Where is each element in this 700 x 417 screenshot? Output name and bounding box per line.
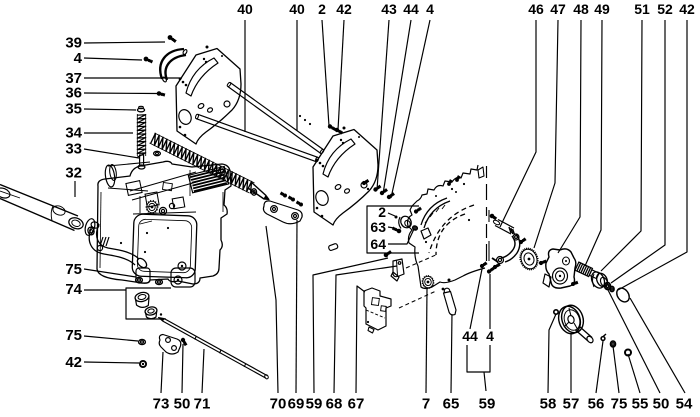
- svg-text:57: 57: [563, 396, 580, 413]
- svg-text:58: 58: [540, 396, 557, 413]
- svg-text:68: 68: [326, 396, 343, 413]
- svg-text:64: 64: [370, 236, 386, 252]
- svg-text:44: 44: [403, 1, 419, 17]
- svg-text:42: 42: [336, 1, 352, 17]
- svg-text:75: 75: [65, 327, 82, 344]
- svg-text:51: 51: [634, 1, 650, 17]
- svg-text:36: 36: [65, 85, 82, 102]
- svg-text:43: 43: [381, 1, 397, 17]
- svg-text:44: 44: [462, 328, 478, 344]
- svg-text:39: 39: [65, 35, 82, 52]
- svg-text:59: 59: [306, 396, 323, 413]
- svg-text:65: 65: [443, 396, 460, 413]
- svg-text:42: 42: [679, 1, 695, 17]
- svg-text:46: 46: [528, 1, 544, 17]
- svg-text:2: 2: [378, 204, 386, 220]
- svg-text:56: 56: [588, 396, 605, 413]
- svg-text:48: 48: [573, 1, 589, 17]
- svg-text:50: 50: [653, 396, 670, 413]
- svg-text:75: 75: [65, 261, 82, 278]
- svg-text:55: 55: [632, 396, 649, 413]
- svg-text:70: 70: [270, 396, 287, 413]
- svg-text:42: 42: [65, 354, 82, 371]
- svg-text:75: 75: [611, 396, 628, 413]
- svg-text:4: 4: [486, 328, 494, 344]
- svg-text:2: 2: [318, 1, 326, 17]
- svg-text:49: 49: [594, 1, 610, 17]
- svg-text:33: 33: [65, 141, 82, 158]
- svg-text:52: 52: [657, 1, 673, 17]
- svg-text:63: 63: [370, 219, 386, 235]
- svg-text:4: 4: [426, 1, 434, 17]
- svg-text:54: 54: [676, 396, 693, 413]
- svg-text:71: 71: [194, 396, 211, 413]
- svg-text:67: 67: [348, 396, 365, 413]
- svg-text:34: 34: [65, 125, 82, 142]
- svg-text:4: 4: [74, 50, 83, 67]
- svg-text:40: 40: [237, 1, 253, 17]
- svg-text:73: 73: [153, 396, 170, 413]
- svg-text:69: 69: [288, 396, 305, 413]
- svg-text:7: 7: [422, 396, 430, 413]
- svg-text:40: 40: [289, 1, 305, 17]
- svg-text:35: 35: [65, 101, 82, 118]
- svg-text:50: 50: [174, 396, 191, 413]
- svg-text:47: 47: [550, 1, 566, 17]
- svg-text:59: 59: [479, 396, 496, 413]
- svg-text:74: 74: [65, 281, 82, 298]
- svg-text:32: 32: [65, 165, 82, 182]
